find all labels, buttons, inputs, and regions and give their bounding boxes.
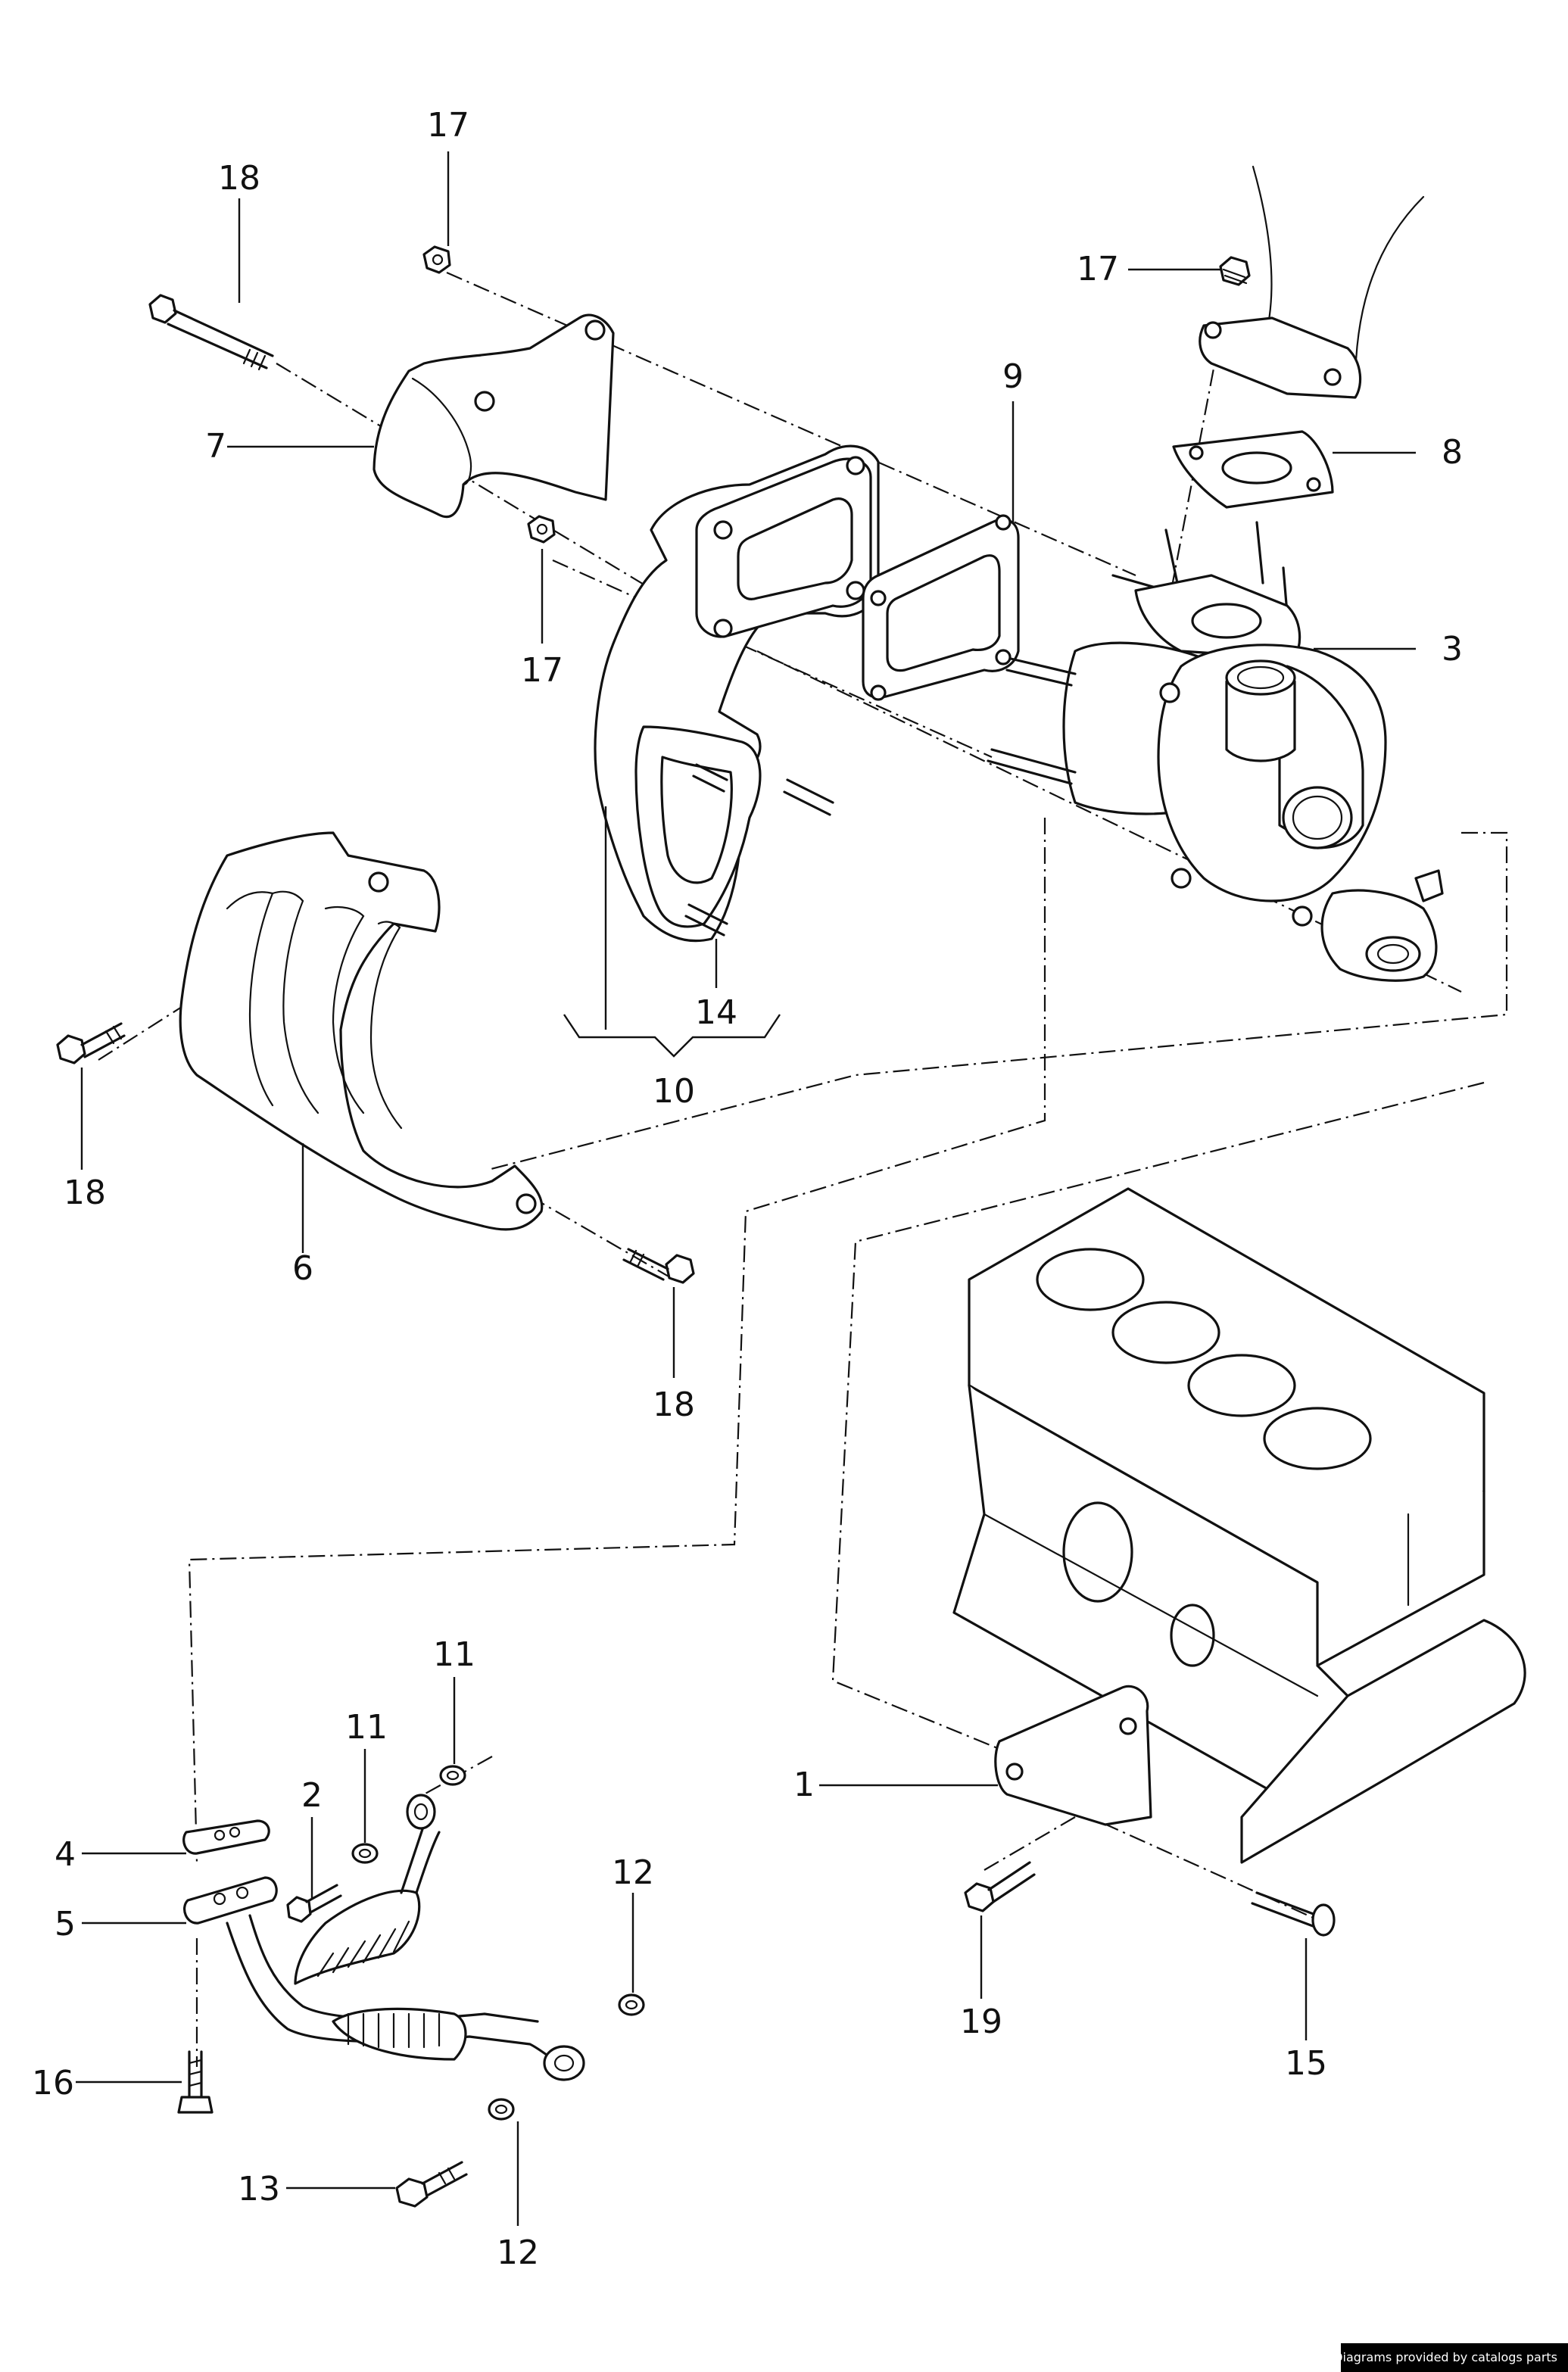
exhaust-pipe	[1199, 165, 1425, 399]
washer-12-a	[618, 1993, 645, 2016]
callout-18-top: 18	[218, 159, 260, 198]
callout-15: 15	[1285, 2044, 1327, 2083]
callout-18-lower: 18	[653, 1385, 695, 1424]
washer-11-a	[351, 1843, 379, 1864]
heat-shield-7	[373, 313, 615, 519]
callout-4: 4	[55, 1835, 76, 1874]
callout-12-right: 12	[612, 1853, 654, 1892]
credit-text: Diagrams provided by catalogs parts	[1333, 2350, 1557, 2364]
leader-lines	[76, 151, 1416, 2226]
engine-block	[952, 1187, 1526, 1864]
callout-2: 2	[301, 1776, 323, 1815]
bolt-2	[286, 1884, 342, 1923]
washer-11-b	[439, 1765, 466, 1786]
bolt-18-top	[148, 294, 274, 371]
bolt-18-lower	[622, 1248, 695, 1284]
callout-1: 1	[793, 1766, 815, 1804]
oil-line-assembly	[182, 1794, 585, 2081]
callout-18-left: 18	[64, 1174, 106, 1212]
credit-bar: Diagrams provided by catalogs parts	[1333, 2343, 1568, 2372]
callout-17-right: 17	[1077, 250, 1119, 288]
bolt-18-left	[56, 1022, 126, 1064]
callout-labels: 18 17 7 17 9 17 8 3 14 10 18 6 18 1 19 1…	[32, 106, 1463, 2272]
callout-9: 9	[1002, 357, 1024, 396]
callout-11-right: 11	[433, 1635, 475, 1674]
stud-14	[684, 763, 834, 937]
callout-19: 19	[960, 2003, 1002, 2041]
callout-11-left: 11	[345, 1708, 388, 1747]
heat-shield-6	[179, 831, 544, 1231]
nut-17-top	[422, 245, 451, 274]
callout-10: 10	[653, 1072, 695, 1111]
callout-12-bottom: 12	[497, 2233, 539, 2272]
callout-5: 5	[55, 1905, 76, 1943]
callout-6: 6	[292, 1249, 313, 1288]
bolt-13	[395, 2161, 468, 2208]
bolt-16	[177, 2050, 214, 2114]
nut-17-middle	[527, 515, 556, 544]
bracket-1	[994, 1685, 1152, 1826]
washer-12-b	[488, 2098, 515, 2121]
nut-17-right	[1219, 256, 1251, 286]
callout-3: 3	[1442, 630, 1463, 669]
gasket-8	[1172, 430, 1334, 509]
callout-17-top: 17	[427, 106, 469, 145]
bolt-19	[964, 1861, 1036, 1912]
callout-17-middle: 17	[521, 651, 563, 690]
callout-14: 14	[695, 993, 737, 1032]
bolt-15	[1251, 1891, 1336, 1937]
exhaust-manifold-10	[594, 444, 880, 943]
gasket-9	[862, 514, 1020, 701]
callout-16: 16	[32, 2064, 74, 2102]
callout-7: 7	[205, 427, 226, 466]
turbocharger-3	[987, 521, 1444, 982]
callout-13: 13	[238, 2170, 280, 2208]
callout-8: 8	[1442, 433, 1463, 472]
